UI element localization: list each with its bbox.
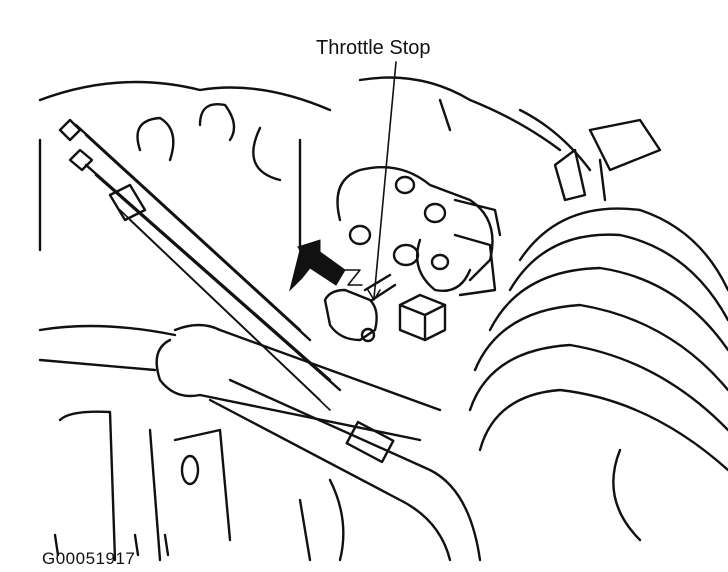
pointer-arrow-icon	[289, 239, 346, 292]
intake-hose	[38, 323, 482, 562]
lower-components	[53, 410, 345, 562]
pulley	[468, 207, 728, 542]
throttle-stop-screw	[323, 269, 397, 343]
callout-leader-line	[373, 61, 397, 299]
callout-leader-arrowhead	[367, 289, 381, 301]
throttle-body	[336, 166, 502, 342]
throttle-cables	[58, 118, 342, 411]
throttle-stop-label: Throttle Stop	[316, 37, 431, 59]
engine-background-lines	[38, 76, 662, 252]
figure-code: G00051917	[42, 549, 136, 568]
